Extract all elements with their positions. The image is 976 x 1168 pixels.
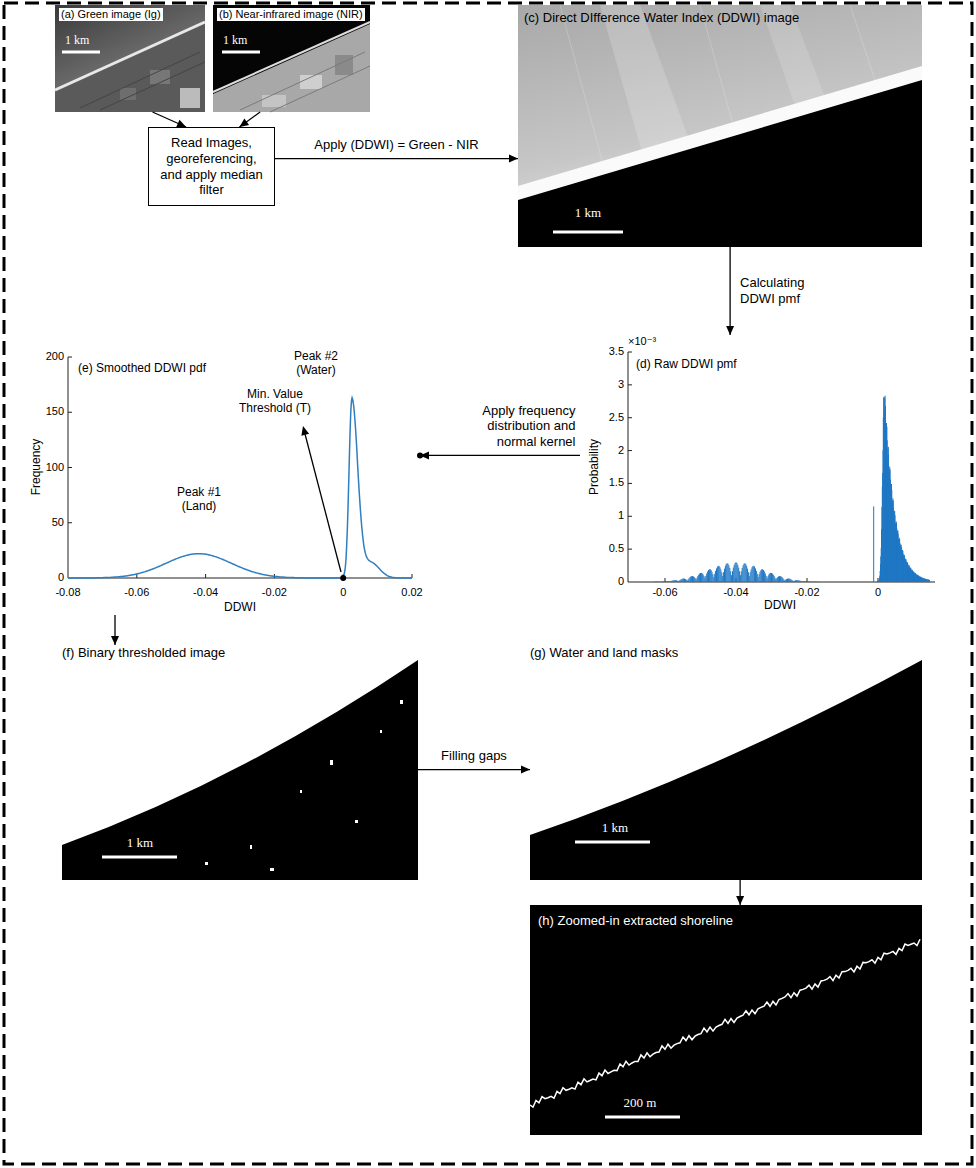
chart-title: (e) Smoothed DDWI pdf bbox=[78, 361, 206, 375]
tick-label: 0 bbox=[618, 575, 624, 588]
panel-title: (a) Green image (Ig) bbox=[59, 8, 163, 21]
tick-label: 0.02 bbox=[401, 586, 422, 599]
arrowhead bbox=[239, 118, 249, 127]
scale-label: 1 km bbox=[223, 33, 247, 47]
annotation: Peak #2 (Water) bbox=[283, 349, 349, 378]
flow-arrow bbox=[275, 158, 518, 159]
image-panel: (c) Direct DIfference Water Index (DDWI)… bbox=[518, 5, 922, 247]
panel-title: (b) Near-infrared image (NIR) bbox=[217, 8, 365, 21]
tick-label: 3 bbox=[618, 378, 624, 391]
panel-title: (f) Binary thresholded image bbox=[62, 645, 225, 661]
anchor-dot bbox=[417, 452, 423, 458]
scale-label: 200 m bbox=[624, 1095, 657, 1111]
raw-pmf-plot bbox=[628, 352, 935, 582]
axis-label: DDWI bbox=[764, 598, 796, 612]
image-panel: (g) Water and land masks 1 km bbox=[530, 645, 922, 880]
flow-arrow bbox=[420, 455, 580, 456]
tick-label: 3.5 bbox=[609, 345, 624, 358]
panel-title: (c) Direct DIfference Water Index (DDWI)… bbox=[524, 10, 799, 26]
tick-label: 0.5 bbox=[609, 542, 624, 555]
binary-image bbox=[62, 660, 418, 880]
tick-label: 0 bbox=[58, 571, 64, 584]
tick-label: -0.06 bbox=[652, 586, 677, 599]
tick-label: 2 bbox=[618, 444, 624, 457]
edge-label: Apply frequency distribution and normal … bbox=[459, 403, 578, 450]
tick-label: 50 bbox=[52, 516, 64, 529]
smoothed-pdf-plot bbox=[68, 357, 412, 581]
green-image bbox=[55, 5, 205, 112]
chart-panel: (d) Raw DDWI pmfProbabilityDDWI ×10⁻³ 3.5 3… bbox=[580, 335, 955, 615]
axis-label: DDWI bbox=[224, 600, 256, 614]
tick-label: -0.02 bbox=[794, 586, 819, 599]
edge-label: Filling gaps bbox=[439, 748, 509, 764]
arrowhead bbox=[176, 120, 186, 127]
image-panel: (b) Near-infrared image (NIR) 1 km bbox=[213, 5, 370, 112]
tick-label: -0.02 bbox=[262, 586, 287, 599]
tick-label: 100 bbox=[46, 461, 64, 474]
panel-title: (h) Zoomed-in extracted shoreline bbox=[538, 913, 733, 929]
image-panel: (f) Binary thresholded image 1 km bbox=[62, 645, 418, 880]
process-box: Read Images, georeferencing, and apply m… bbox=[148, 127, 275, 206]
shoreline-image bbox=[530, 905, 922, 1135]
mask-image bbox=[530, 660, 922, 880]
arrowhead bbox=[726, 326, 734, 335]
arrowhead bbox=[509, 155, 518, 163]
arrowhead bbox=[736, 896, 744, 905]
arrowhead bbox=[521, 766, 530, 774]
annotation: Min. Value Threshold (T) bbox=[231, 387, 319, 416]
edge-label: Apply (DDWI) = Green - NIR bbox=[312, 137, 480, 153]
scale-label: 1 km bbox=[602, 820, 628, 836]
flow-arrow bbox=[239, 112, 260, 127]
edge-label: Calculating DDWI pmf bbox=[738, 275, 837, 306]
flow-arrow bbox=[418, 769, 530, 770]
tick-label: 0 bbox=[340, 586, 346, 599]
tick-label: 1.5 bbox=[609, 476, 624, 489]
image-panel: (a) Green image (Ig) 1 km bbox=[55, 5, 205, 112]
ddwi-image bbox=[518, 5, 922, 247]
axis-label: Frequency bbox=[29, 439, 43, 496]
scale-label: 1 km bbox=[65, 33, 89, 47]
scale-label: 1 km bbox=[127, 835, 153, 851]
tick-label: 200 bbox=[46, 350, 64, 363]
process-text: Read Images, georeferencing, and apply m… bbox=[154, 135, 269, 197]
flow-arrow bbox=[729, 247, 730, 335]
axis-exponent: ×10⁻³ bbox=[628, 335, 656, 348]
tick-label: -0.06 bbox=[124, 586, 149, 599]
chart-title: (d) Raw DDWI pmf bbox=[636, 357, 737, 371]
tick-label: 1 bbox=[618, 509, 624, 522]
annotation: Peak #1 (Land) bbox=[166, 485, 232, 514]
arrowhead bbox=[111, 636, 119, 645]
tick-label: 0 bbox=[875, 586, 881, 599]
panel-title: (g) Water and land masks bbox=[530, 645, 678, 661]
tick-label: -0.08 bbox=[55, 586, 80, 599]
flow-arrow bbox=[153, 112, 187, 127]
tick-label: -0.04 bbox=[193, 586, 218, 599]
tick-label: -0.04 bbox=[723, 586, 748, 599]
axis-label: Probability bbox=[587, 439, 601, 495]
dashed-frame bbox=[4, 3, 972, 1164]
chart-panel: (e) Smoothed DDWI pdfFrequencyDDWI Peak #… bbox=[20, 335, 420, 615]
tick-label: 150 bbox=[46, 405, 64, 418]
image-panel: (h) Zoomed-in extracted shoreline 200 m bbox=[530, 905, 922, 1135]
scale-label: 1 km bbox=[575, 205, 601, 221]
tick-label: 2.5 bbox=[609, 411, 624, 424]
nir-image bbox=[213, 5, 370, 112]
